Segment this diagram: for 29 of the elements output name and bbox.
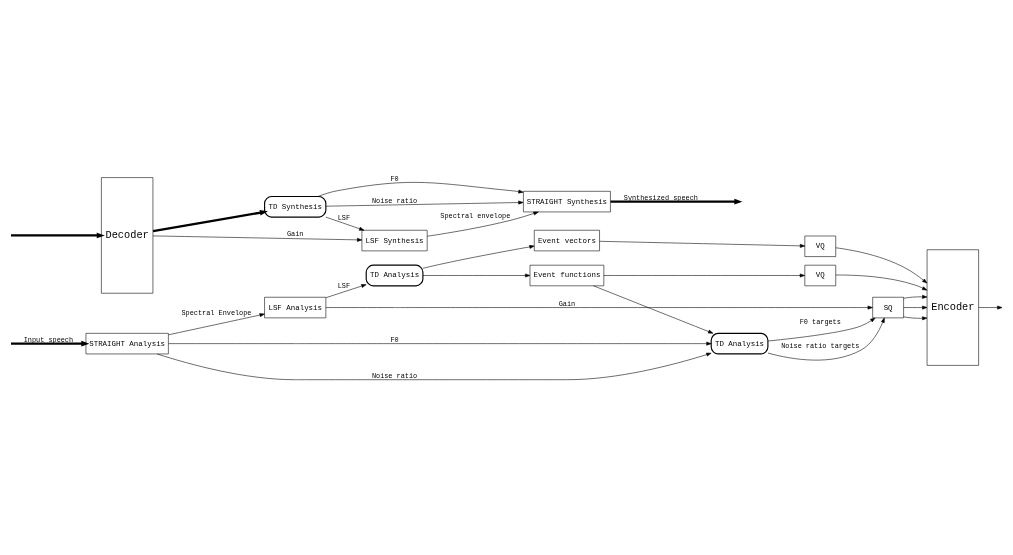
arrow	[422, 245, 535, 269]
node-box: Encoder	[926, 249, 979, 366]
arrow	[152, 235, 363, 242]
arrow	[325, 284, 367, 298]
arrow	[168, 341, 712, 346]
arrow	[767, 317, 876, 342]
arrow	[11, 340, 90, 347]
arrow	[903, 316, 928, 321]
arrow	[610, 198, 743, 205]
arrow	[593, 285, 714, 334]
arrow	[835, 274, 928, 291]
arrow	[168, 313, 265, 336]
arrow	[152, 209, 268, 233]
node-box: Decoder	[101, 177, 154, 294]
arrow	[603, 273, 805, 278]
arrow	[422, 273, 531, 278]
arrow	[903, 294, 928, 299]
arrow	[903, 305, 928, 310]
arrow	[325, 305, 873, 310]
arrow	[11, 232, 105, 239]
arrow	[325, 200, 524, 207]
arrow	[156, 352, 712, 380]
arrow	[325, 216, 365, 231]
arrow	[767, 317, 885, 361]
arrow	[427, 211, 539, 237]
arrow	[835, 247, 928, 284]
arrow	[978, 305, 1003, 310]
arrow	[317, 182, 524, 197]
arrow	[599, 241, 806, 248]
